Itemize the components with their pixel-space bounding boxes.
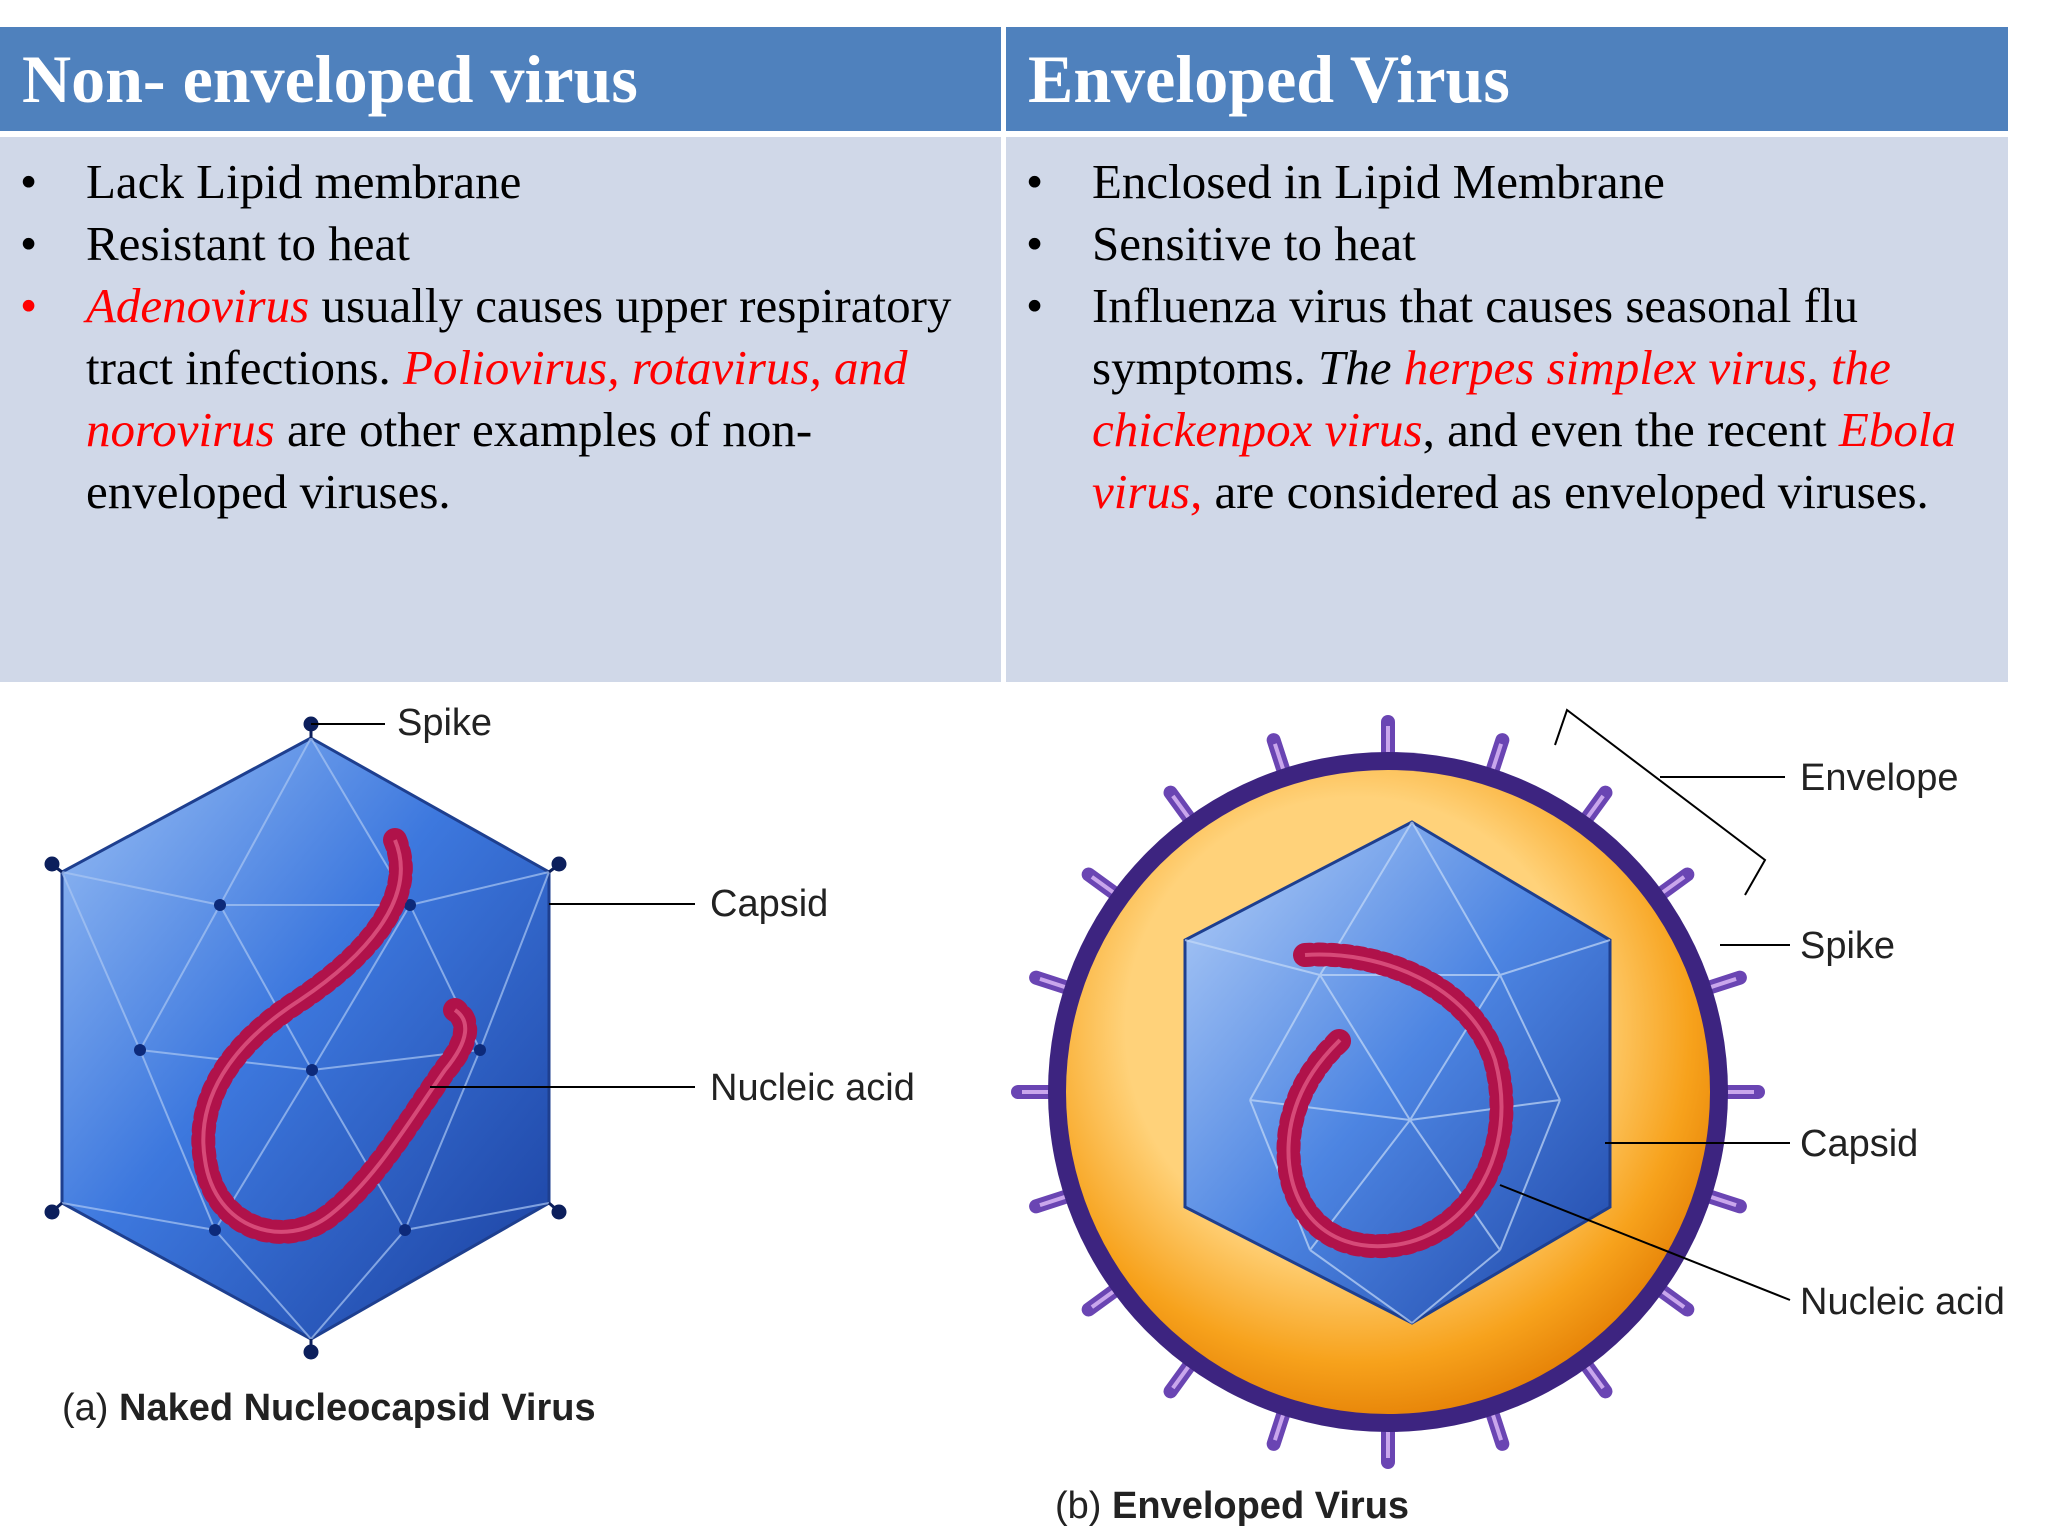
list-item: •Adenovirus usually causes upper respira… (20, 275, 1001, 523)
leader-lines (311, 723, 695, 1088)
list-item: •Influenza virus that causes seasonal fl… (1026, 275, 2008, 523)
list-item: •Sensitive to heat (1026, 213, 2008, 275)
herpes-chickenpox-text: herpes simplex virus, the chickenpox vir… (1092, 340, 1891, 457)
bullet-icon: • (20, 216, 38, 271)
envelope-label: Envelope (1800, 757, 1958, 799)
list-item: •Lack Lipid membrane (20, 151, 1001, 213)
capsid-label: Capsid (1800, 1123, 1918, 1165)
adenovirus-text: Adenovirus (86, 278, 310, 333)
virus-examples-text: Poliovirus, rotavirus, and norovirus (86, 340, 908, 457)
leader-lines (1499, 708, 1791, 1301)
bullet-icon: • (20, 278, 38, 333)
naked-virus-illustration: Spike Capsid Nucleic acid (a) Naked Nucl… (44, 702, 915, 1429)
capsid-facets (1184, 821, 1611, 1324)
nucleic-acid-label: Nucleic acid (710, 1067, 915, 1109)
caption-b: (b) Enveloped Virus (1055, 1485, 1409, 1527)
capsid-label: Capsid (710, 883, 828, 925)
non-enveloped-list: •Lack Lipid membrane •Resistant to heat … (20, 151, 1001, 523)
non-enveloped-cell: •Lack Lipid membrane •Resistant to heat … (0, 137, 1001, 682)
list-item: •Enclosed in Lipid Membrane (1026, 151, 2008, 213)
comparison-table: Non- enveloped virus Enveloped Virus •La… (0, 27, 2008, 682)
bullet-icon: • (1026, 216, 1044, 271)
spike-label: Spike (397, 702, 492, 744)
list-item: •Resistant to heat (20, 213, 1001, 275)
enveloped-list: •Enclosed in Lipid Membrane •Sensitive t… (1026, 151, 2008, 523)
spike-icons (44, 716, 567, 1360)
ebola-text: Ebola virus, (1092, 402, 1956, 519)
bullet-icon: • (1026, 278, 1044, 333)
nucleic-acid-label: Nucleic acid (1800, 1281, 2005, 1323)
non-enveloped-header: Non- enveloped virus (0, 27, 1001, 131)
bullet-icon: • (20, 154, 38, 209)
virus-diagram: Spike Capsid Nucleic acid (a) Naked Nucl… (44, 702, 2005, 1527)
bullet-icon: • (1026, 154, 1044, 209)
enveloped-cell: •Enclosed in Lipid Membrane •Sensitive t… (1006, 137, 2008, 682)
capsid-facets (61, 737, 550, 1340)
caption-a: (a) Naked Nucleocapsid Virus (62, 1387, 596, 1429)
enveloped-header: Enveloped Virus (1006, 27, 2008, 131)
spike-label: Spike (1800, 925, 1895, 967)
enveloped-virus-illustration: Envelope Spike Capsid Nucleic acid (b) E… (1011, 708, 2005, 1527)
capsid-vertices (134, 899, 486, 1236)
